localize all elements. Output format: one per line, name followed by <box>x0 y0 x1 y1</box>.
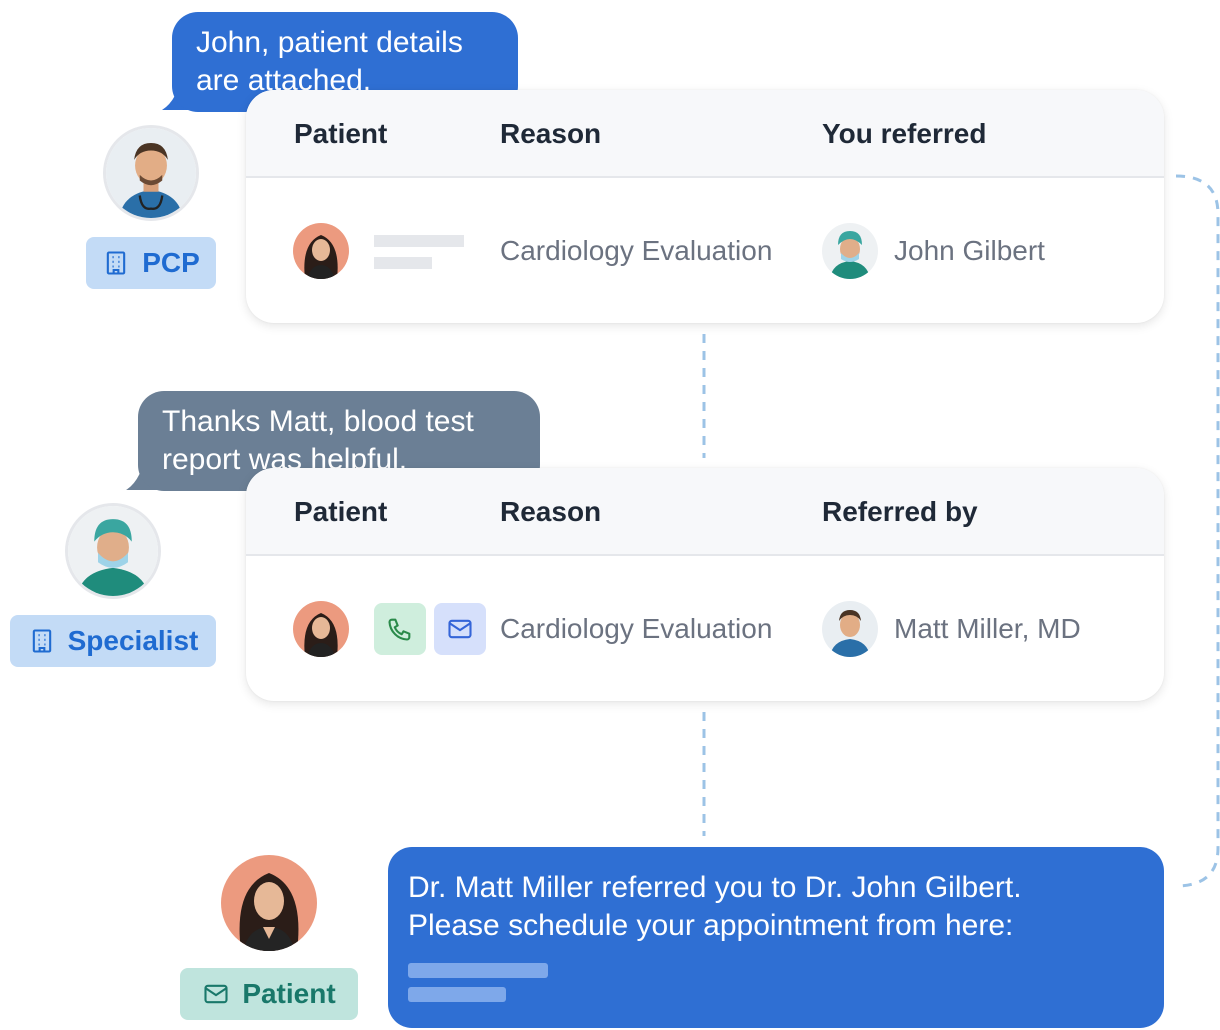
referral-card-incoming: Patient Reason Referred by Cardiology Ev… <box>246 468 1164 701</box>
patient-name-placeholder <box>374 235 464 247</box>
referring-provider-name: Matt Miller, MD <box>894 613 1081 644</box>
message-line-2: Please schedule your appointment from he… <box>408 909 1014 942</box>
column-header-referred-by: Referred by <box>822 496 978 527</box>
connector-right-bracket <box>1175 174 1220 888</box>
pcp-avatar-small <box>822 601 878 657</box>
column-header-reason: Reason <box>500 118 602 149</box>
column-header-you-referred: You referred <box>822 118 987 149</box>
referral-card-incoming-header: Patient Reason Referred by <box>246 468 1164 556</box>
referral-reason: Cardiology Evaluation <box>500 613 773 644</box>
patient-notification-message: Dr. Matt Miller referred you to Dr. John… <box>388 847 1164 1028</box>
message-line-1: Dr. Matt Miller referred you to Dr. John… <box>408 871 1022 904</box>
column-header-patient: Patient <box>294 496 388 527</box>
building-icon <box>102 249 130 277</box>
referral-card-outgoing: Patient Reason You referred Cardiology E… <box>246 90 1164 323</box>
call-patient-button[interactable] <box>374 603 426 655</box>
referral-card-outgoing-header: Patient Reason You referred <box>246 90 1164 178</box>
patient-name-placeholder <box>374 257 432 269</box>
email-patient-button[interactable] <box>434 603 486 655</box>
specialist-avatar <box>65 503 161 599</box>
patient-badge-label: Patient <box>242 978 336 1009</box>
patient-avatar <box>293 601 349 657</box>
specialist-avatar-small <box>822 223 878 279</box>
patient-avatar <box>293 223 349 279</box>
column-header-patient: Patient <box>294 118 388 149</box>
mail-icon <box>202 980 230 1008</box>
column-header-reason: Reason <box>500 496 602 527</box>
pcp-bubble-line-1: John, patient details <box>196 26 463 59</box>
specialist-bubble-line-1: Thanks Matt, blood test <box>162 405 474 438</box>
mail-icon <box>448 619 472 639</box>
phone-icon <box>388 618 411 641</box>
specialist-role-badge: Specialist <box>10 615 216 667</box>
patient-avatar-large <box>221 855 317 951</box>
building-icon <box>28 627 56 655</box>
pcp-badge-label: PCP <box>142 247 200 278</box>
schedule-link-placeholder[interactable] <box>408 987 506 1002</box>
schedule-link-placeholder[interactable] <box>408 963 548 978</box>
specialist-badge-label: Specialist <box>67 625 199 656</box>
patient-role-badge: Patient <box>180 968 358 1020</box>
pcp-role-badge: PCP <box>86 237 216 289</box>
referral-reason: Cardiology Evaluation <box>500 235 773 266</box>
pcp-avatar <box>103 125 199 221</box>
referred-provider-name: John Gilbert <box>894 235 1045 266</box>
